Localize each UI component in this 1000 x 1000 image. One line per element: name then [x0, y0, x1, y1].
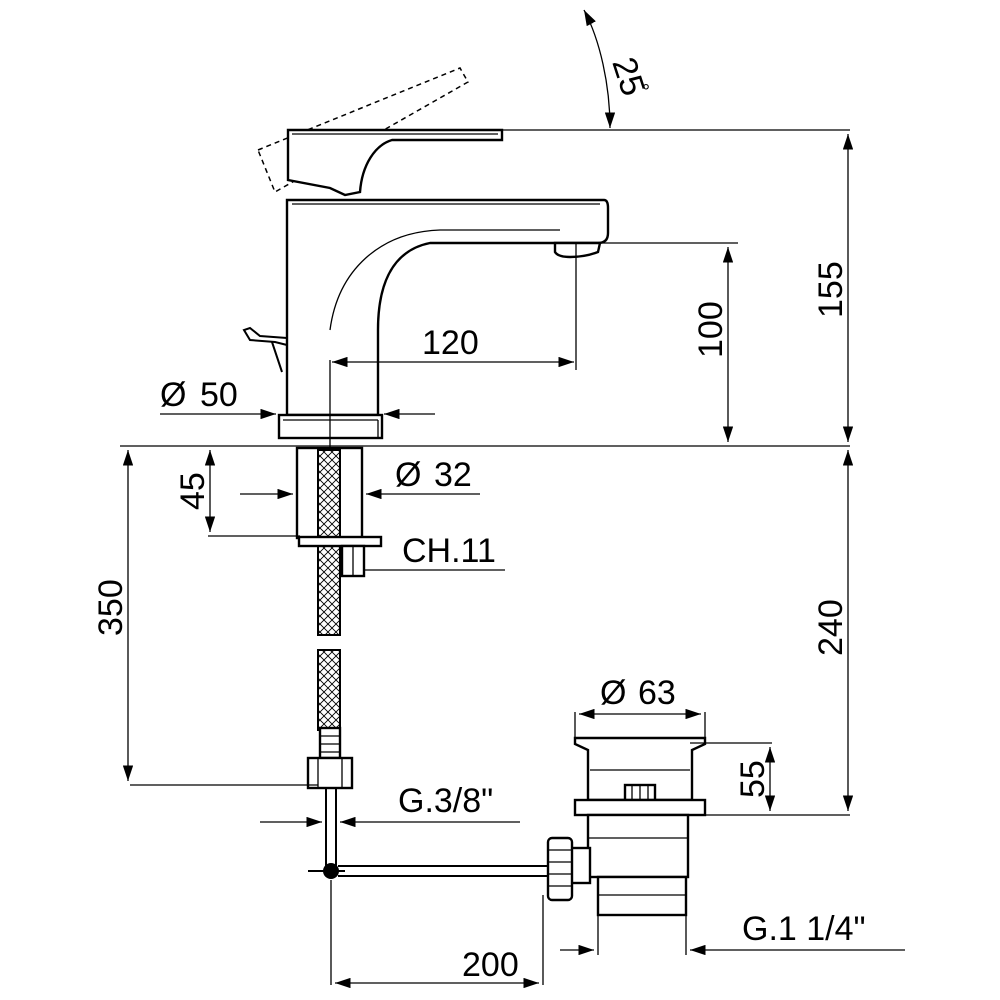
- lever-handle: [286, 128, 504, 197]
- label-200: 200: [462, 946, 519, 984]
- hose-connector-nut: [306, 756, 354, 790]
- pop-up-rod: [242, 326, 288, 346]
- label-50: 50: [200, 376, 238, 414]
- label-55: 55: [734, 760, 772, 798]
- raised-lever-outline: [257, 67, 470, 194]
- label-32: 32: [434, 456, 472, 494]
- label-diameter-symbol-32: Ø: [395, 456, 421, 494]
- spout-highlight: [329, 229, 560, 331]
- faucet-body: [242, 67, 610, 440]
- pop-up-waste: [308, 736, 707, 917]
- angle-arc: [583, 9, 616, 129]
- mounting-parts: [295, 446, 383, 870]
- label-63: 63: [638, 674, 676, 712]
- label-diameter-symbol-63: Ø: [600, 674, 626, 712]
- label-g38: G.3/8": [398, 782, 493, 820]
- waste-body: [586, 813, 690, 879]
- fixing-washer: [297, 535, 383, 548]
- waste-flange: [573, 798, 707, 817]
- label-diameter-symbol-50: Ø: [160, 376, 186, 414]
- label-angle-unit: °: [642, 81, 650, 103]
- label-45: 45: [174, 472, 212, 510]
- label-g114: G.1 1/4": [742, 910, 866, 948]
- rod-connector-nut: [546, 836, 574, 902]
- label-120: 120: [422, 324, 479, 362]
- label-350: 350: [92, 579, 130, 636]
- dimension-labels: 25 ° 155 100 120 Ø 50 Ø 32 45 CH.11 350 …: [92, 53, 866, 984]
- label-ch11: CH.11: [402, 532, 496, 570]
- horizontal-rod: [338, 865, 548, 877]
- label-100: 100: [692, 301, 730, 358]
- flexible-hose-bottom: [317, 649, 341, 731]
- label-240: 240: [812, 599, 850, 656]
- aerator: [553, 241, 602, 259]
- label-155: 155: [812, 261, 850, 318]
- waste-tail: [596, 875, 688, 917]
- dimension-lines: [120, 9, 905, 989]
